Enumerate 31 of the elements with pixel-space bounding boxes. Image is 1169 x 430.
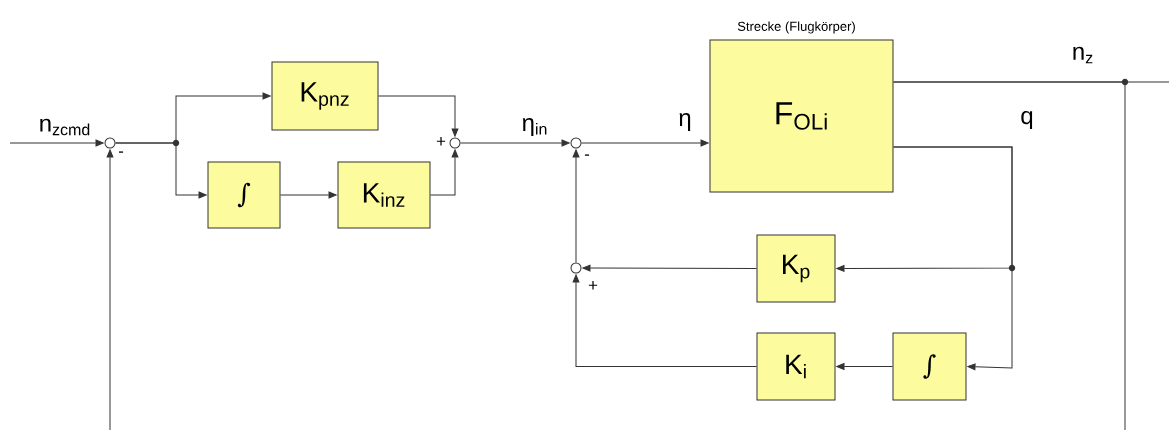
signal-label: η bbox=[679, 113, 691, 131]
signal-line bbox=[115, 142, 207, 199]
signal-line bbox=[893, 146, 1013, 371]
signal-label: η$_{in}$ bbox=[522, 118, 547, 136]
signal-line bbox=[572, 274, 757, 367]
signal-label: q bbox=[1021, 111, 1033, 129]
signal-line bbox=[280, 191, 337, 199]
sign-label: - bbox=[584, 154, 590, 156]
sign-label: - bbox=[118, 151, 124, 153]
block-caption: Strecke (Flugkörper) bbox=[737, 21, 855, 34]
sign-label: + bbox=[436, 137, 446, 146]
signal-line bbox=[430, 149, 459, 196]
gain-block: K$_{p}$ bbox=[756, 234, 836, 303]
signal-line bbox=[378, 95, 459, 137]
plant-block: F$_{OLi}$ bbox=[709, 39, 894, 193]
signal-line bbox=[582, 264, 757, 272]
signal-line bbox=[106, 149, 114, 430]
signal-line bbox=[460, 139, 570, 147]
signal-label: n$_{zcmd}$ bbox=[40, 118, 90, 136]
gain-block: K$_{i}$ bbox=[756, 332, 836, 401]
integrator-block: ∫ bbox=[207, 161, 281, 229]
signal-line bbox=[9, 139, 104, 147]
sign-label: + bbox=[588, 281, 598, 290]
gain-block: K$_{inz}$ bbox=[337, 161, 431, 229]
signal-line bbox=[893, 81, 1126, 430]
integrator-block: ∫ bbox=[892, 332, 967, 401]
signal-line bbox=[836, 363, 893, 370]
signal-label: n$_{z}$ bbox=[1073, 46, 1093, 64]
signal-line bbox=[572, 149, 580, 263]
signal-line bbox=[581, 139, 709, 147]
gain-block: K$_{pnz}$ bbox=[271, 61, 379, 131]
